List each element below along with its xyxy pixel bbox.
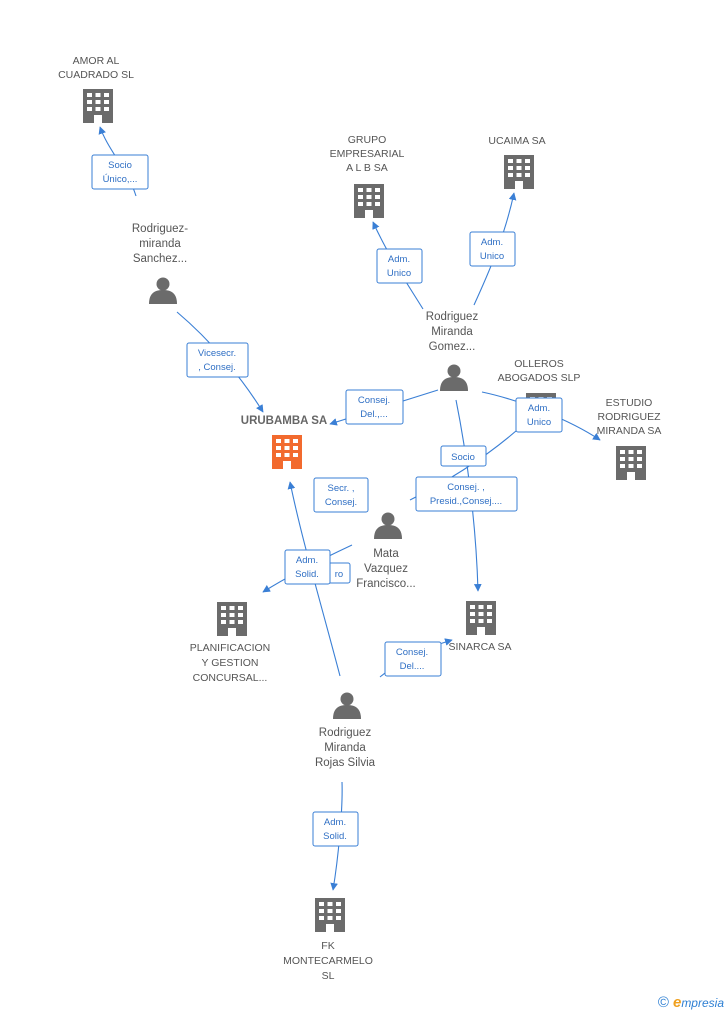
svg-text:ro: ro [335, 569, 343, 580]
empresia-brand: © empresia [658, 994, 724, 1011]
svg-text:Consej.Del.,...: Consej.Del.,... [358, 395, 390, 420]
copyright-icon: © [657, 994, 669, 1011]
svg-text:Adm.Solid.: Adm.Solid. [323, 817, 347, 842]
role-label[interactable]: Secr. ,Consej. [313, 477, 369, 513]
company-ucaima[interactable]: UCAIMA SA [488, 135, 546, 189]
svg-text:Vicesecr., Consej.: Vicesecr., Consej. [198, 348, 236, 373]
svg-text:Adm.Unico: Adm.Unico [527, 403, 551, 428]
company-sinarca[interactable]: SINARCA SA [448, 601, 512, 653]
role-label[interactable]: Consej.Del.... [384, 641, 442, 677]
role-label[interactable]: Adm.Unico [515, 397, 563, 433]
role-label[interactable]: Adm.Solid. [284, 549, 331, 585]
company-label: SINARCA SA [448, 641, 511, 653]
role-label[interactable]: Adm.Unico [376, 248, 423, 284]
role-label[interactable]: Socio [440, 445, 487, 467]
role-label[interactable]: Vicesecr., Consej. [186, 342, 249, 378]
brand-wordmark: empresia [672, 994, 724, 1011]
role-label[interactable]: Adm.Solid. [312, 811, 359, 847]
company-urubamba[interactable]: URUBAMBA SA [241, 415, 327, 469]
role-label[interactable]: Consej.Del.,... [345, 389, 404, 425]
svg-text:Adm.Unico: Adm.Unico [480, 237, 504, 262]
svg-text:Adm.Solid.: Adm.Solid. [295, 555, 319, 580]
svg-text:Adm.Unico: Adm.Unico [387, 254, 411, 279]
svg-text:Socio: Socio [451, 452, 475, 463]
role-label[interactable]: Adm.Unico [469, 231, 516, 267]
svg-text:Secr. ,Consej.: Secr. ,Consej. [325, 483, 357, 508]
company-label: UCAIMA SA [488, 135, 545, 147]
role-label[interactable]: Consej. ,Presid.,Consej.... [415, 476, 518, 512]
svg-text:Consej.Del....: Consej.Del.... [396, 647, 428, 672]
svg-text:Consej. ,Presid.,Consej....: Consej. ,Presid.,Consej.... [430, 482, 502, 507]
company-label-center: URUBAMBA SA [241, 415, 327, 427]
